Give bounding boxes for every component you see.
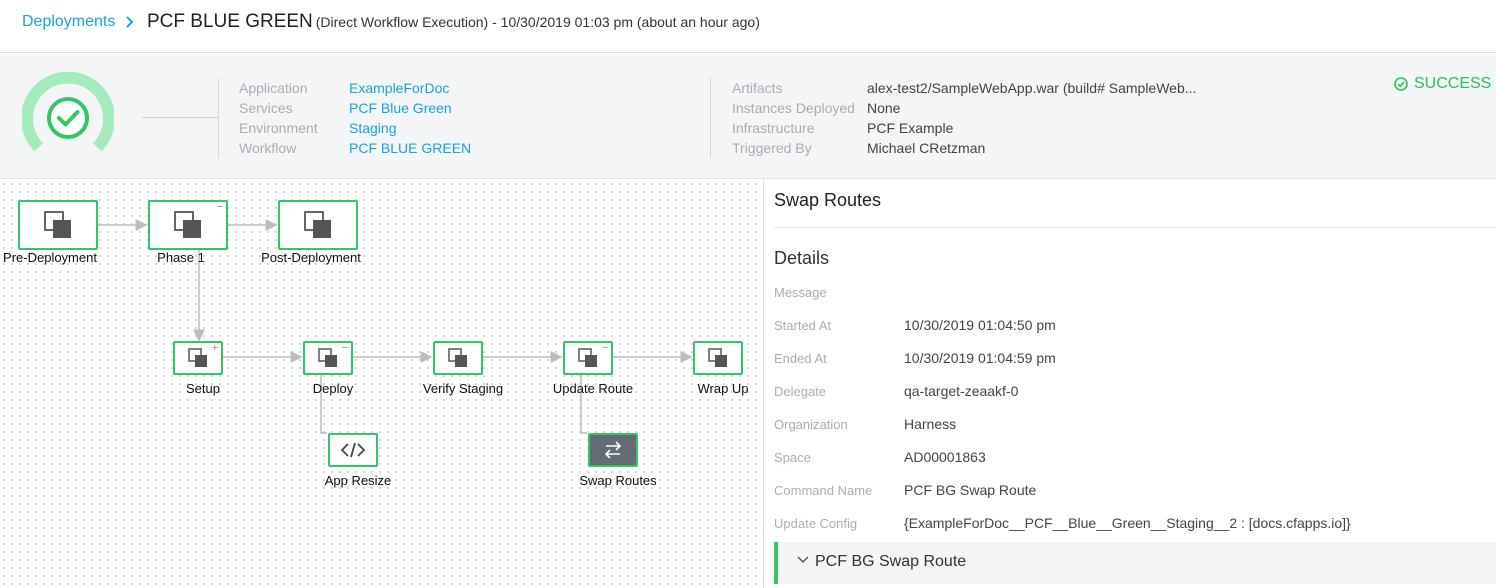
details-heading: Details xyxy=(774,248,830,268)
summary-divider xyxy=(218,78,219,158)
application-link[interactable]: ExampleForDoc xyxy=(349,80,450,96)
workflow-connectors xyxy=(98,219,693,434)
triggered-by-value: Michael CRetzman xyxy=(867,140,986,156)
detail-value: Harness xyxy=(904,416,957,432)
services-link[interactable]: PCF Blue Green xyxy=(349,100,452,116)
node-label-pre-deployment: Pre-Deployment xyxy=(3,250,97,265)
node-label-app-resize: App Resize xyxy=(324,473,392,488)
code-icon xyxy=(340,442,366,458)
node-post-deployment[interactable] xyxy=(278,200,358,250)
node-deploy[interactable]: − xyxy=(303,341,353,375)
panel-divider xyxy=(774,227,1496,228)
page-header: Deployments PCF BLUE GREEN(Direct Workfl… xyxy=(0,0,1496,53)
page-title: PCF BLUE GREEN(Direct Workflow Execution… xyxy=(147,11,760,33)
node-label-swap-routes: Swap Routes xyxy=(579,473,657,488)
node-label-setup: Setup xyxy=(186,381,220,396)
stack-icon xyxy=(708,348,727,367)
status-text: SUCCESS xyxy=(1414,75,1492,92)
infrastructure-label: Infrastructure xyxy=(732,120,815,136)
stack-icon xyxy=(44,211,71,238)
status-badge: SUCCESS xyxy=(1394,75,1491,93)
stack-icon xyxy=(174,211,201,238)
workflow-label: Workflow xyxy=(239,140,297,156)
detail-value: 10/30/2019 01:04:50 pm xyxy=(904,317,1056,333)
panel-title: Swap Routes xyxy=(774,190,882,210)
collapse-icon[interactable]: − xyxy=(341,342,348,354)
detail-value: {ExampleForDoc__PCF__Blue__Green__Stagin… xyxy=(904,515,1351,531)
artifacts-value: alex-test2/SampleWebApp.war (build# Samp… xyxy=(867,80,1197,96)
node-label-update-route: Update Route xyxy=(552,381,634,396)
detail-key: Message xyxy=(774,285,827,300)
details-panel: Swap Routes Details Message Started At 10… xyxy=(765,180,1496,588)
stack-icon xyxy=(304,211,331,238)
detail-key: Ended At xyxy=(774,351,827,366)
summary-right-info: Artifacts alex-test2/SampleWebApp.war (bu… xyxy=(732,78,1196,158)
chevron-right-icon xyxy=(124,12,136,37)
detail-key: Command Name xyxy=(774,483,873,498)
triggered-by-label: Triggered By xyxy=(732,140,812,156)
application-label: Application xyxy=(239,80,308,96)
gauge-connector xyxy=(142,117,218,118)
stack-icon xyxy=(448,348,467,367)
detail-value: 10/30/2019 01:04:59 pm xyxy=(904,350,1056,366)
environment-label: Environment xyxy=(239,120,318,136)
instances-label: Instances Deployed xyxy=(732,100,855,116)
infrastructure-value: PCF Example xyxy=(867,120,954,136)
stack-icon xyxy=(578,348,597,367)
chevron-down-icon xyxy=(796,553,810,572)
check-circle-icon xyxy=(1394,77,1408,91)
artifacts-label: Artifacts xyxy=(732,80,783,96)
node-verify-staging[interactable] xyxy=(433,341,483,375)
detail-value: qa-target-zeaakf-0 xyxy=(904,383,1019,399)
stack-icon xyxy=(188,348,207,367)
node-pre-deployment[interactable] xyxy=(18,200,98,250)
collapse-icon[interactable]: − xyxy=(601,342,608,354)
services-label: Services xyxy=(239,100,293,116)
node-phase-1[interactable]: − xyxy=(148,200,228,250)
node-setup[interactable]: + xyxy=(173,341,223,375)
collapse-icon[interactable]: − xyxy=(216,201,223,213)
instances-value: None xyxy=(867,100,901,116)
node-wrap-up[interactable] xyxy=(693,341,743,375)
environment-link[interactable]: Staging xyxy=(349,120,397,136)
detail-value: AD00001863 xyxy=(904,449,986,465)
node-swap-routes[interactable] xyxy=(588,433,638,467)
detail-key: Space xyxy=(774,450,811,465)
command-section-title: PCF BG Swap Route xyxy=(815,553,967,570)
execution-summary: Application ExampleForDoc Services PCF Blu… xyxy=(0,54,1496,179)
breadcrumb-deployments[interactable]: Deployments xyxy=(22,13,116,30)
swap-icon xyxy=(604,441,622,459)
success-gauge-icon xyxy=(21,71,115,156)
node-label-wrap-up: Wrap Up xyxy=(697,381,749,396)
detail-key: Update Config xyxy=(774,516,858,531)
detail-key: Started At xyxy=(774,318,832,333)
node-update-route[interactable]: − xyxy=(563,341,613,375)
node-label-deploy: Deploy xyxy=(312,381,354,396)
summary-divider xyxy=(710,78,711,158)
execution-subtitle: (Direct Workflow Execution) - 10/30/2019… xyxy=(315,14,760,30)
workflow-link[interactable]: PCF BLUE GREEN xyxy=(349,140,472,156)
detail-value: PCF BG Swap Route xyxy=(904,482,1037,498)
stack-icon xyxy=(318,348,337,367)
workflow-canvas[interactable]: Pre-Deployment − Phase 1 Post-Deployment… xyxy=(0,180,764,588)
command-section-toggle[interactable]: PCF BG Swap Route xyxy=(774,542,1496,584)
detail-key: Delegate xyxy=(774,384,827,399)
node-label-post-deployment: Post-Deployment xyxy=(261,250,361,265)
node-label-verify-staging: Verify Staging xyxy=(422,381,504,396)
node-label-phase-1: Phase 1 xyxy=(157,250,205,265)
workflow-title: PCF BLUE GREEN xyxy=(147,11,313,32)
detail-key: Organization xyxy=(774,417,848,432)
node-app-resize[interactable] xyxy=(328,433,378,467)
summary-left-info: Application ExampleForDoc Services PCF Blu… xyxy=(239,78,471,158)
expand-icon[interactable]: + xyxy=(211,342,218,354)
